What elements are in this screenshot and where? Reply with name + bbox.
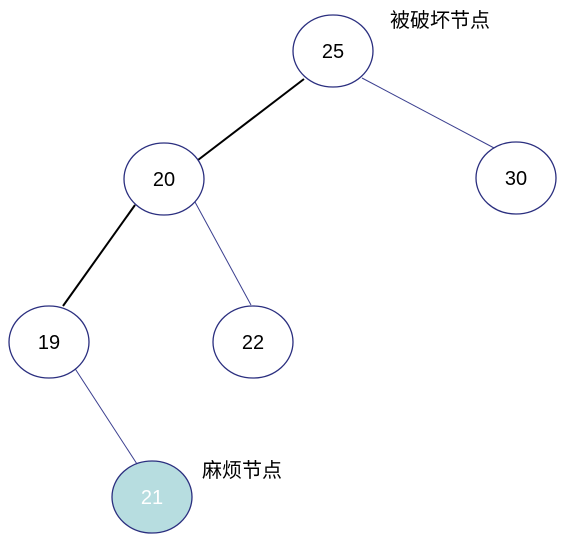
tree-node-22: 22	[212, 305, 294, 379]
node-label: 25	[322, 41, 344, 63]
tree-node-19: 19	[8, 305, 90, 379]
annotation-broken-node: 被破坏节点	[390, 8, 490, 32]
tree-node-25: 25	[292, 14, 374, 88]
tree-node-21-highlighted: 21	[111, 460, 193, 534]
node-label: 21	[141, 487, 163, 509]
annotation-troublesome-node: 麻烦节点	[202, 458, 282, 482]
node-circle	[123, 142, 205, 216]
node-circle	[212, 305, 294, 379]
edge-20-19	[62, 204, 136, 307]
node-label: 19	[38, 332, 60, 354]
tree-node-30: 30	[475, 141, 557, 215]
node-circle	[111, 460, 193, 534]
node-circle	[8, 305, 90, 379]
tree-node-20: 20	[123, 142, 205, 216]
node-label: 20	[153, 169, 175, 191]
edge-25-30	[361, 77, 497, 150]
node-circle	[292, 14, 374, 88]
edge-20-22	[194, 201, 252, 306]
node-circle	[475, 141, 557, 215]
edge-25-20	[197, 78, 305, 161]
node-label: 30	[505, 168, 527, 190]
node-label: 22	[242, 332, 264, 354]
edge-19-21	[73, 366, 138, 465]
